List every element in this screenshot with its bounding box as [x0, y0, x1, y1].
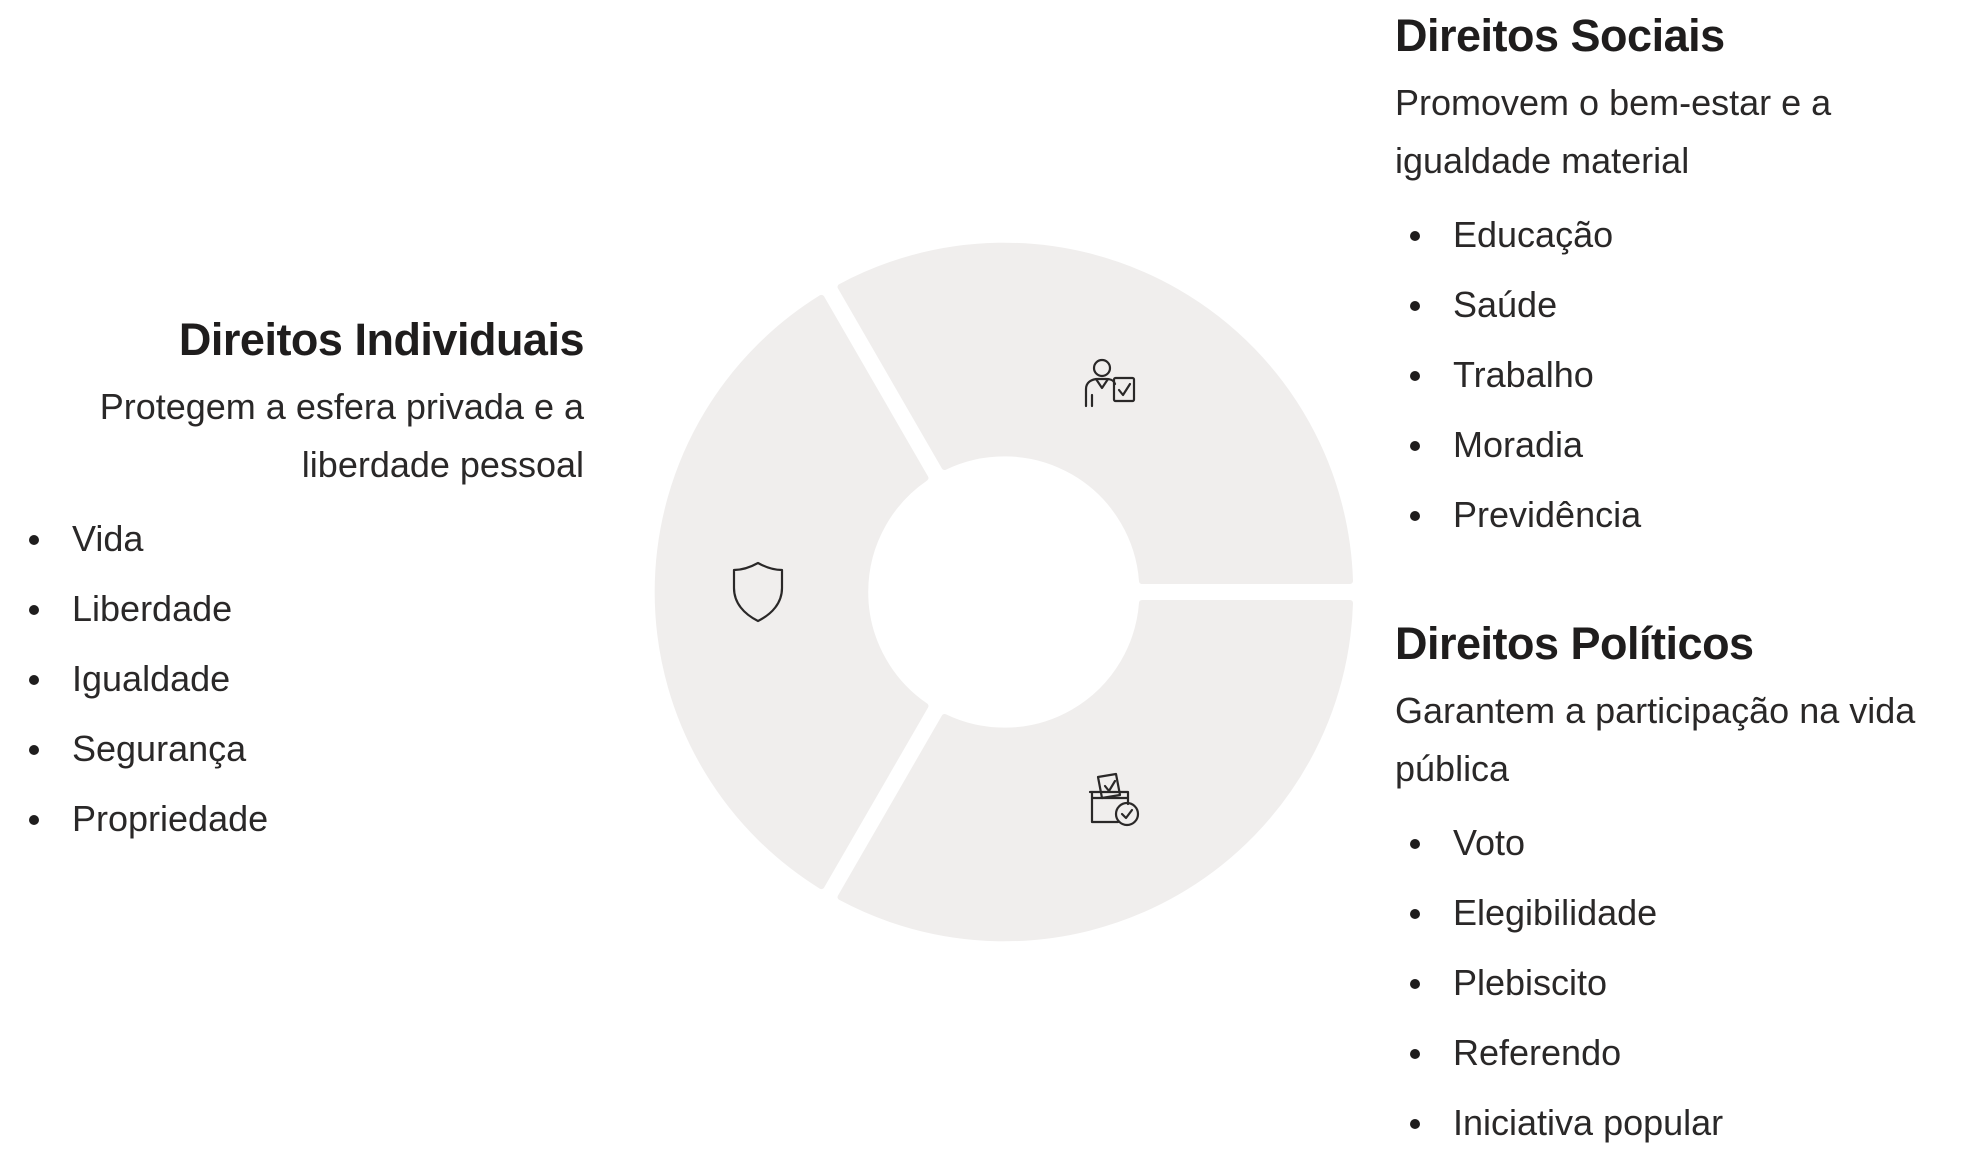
list-item: Plebiscito: [1395, 948, 1955, 1018]
person-checkbox-icon: [1084, 358, 1136, 408]
list-direitos-politicos: Voto Elegibilidade Plebiscito Referendo …: [1395, 808, 1955, 1158]
list-direitos-sociais: Educação Saúde Trabalho Moradia Previdên…: [1395, 200, 1955, 550]
shield-icon: [732, 561, 784, 623]
list-item: Elegibilidade: [1395, 878, 1955, 948]
list-item: Igualdade: [14, 644, 584, 714]
block-direitos-individuais: Direitos Individuais Protegem a esfera p…: [14, 310, 585, 854]
list-item: Voto: [1395, 808, 1955, 878]
list-item: Segurança: [14, 714, 584, 784]
block-direitos-sociais: Direitos Sociais Promovem o bem-estar e …: [1395, 6, 1955, 550]
segment-direitos-politicos[interactable]: [837, 600, 1353, 942]
list-item: Liberdade: [14, 574, 584, 644]
list-item: Referendo: [1395, 1018, 1955, 1088]
description-direitos-individuais: Protegem a esfera privada e a liberdade …: [99, 386, 584, 485]
list-item: Iniciativa popular: [1395, 1088, 1955, 1158]
list-direitos-individuais: Vida Liberdade Igualdade Segurança Propr…: [14, 504, 584, 854]
segment-direitos-sociais[interactable]: [837, 242, 1353, 584]
title-direitos-individuais: Direitos Individuais: [178, 314, 585, 365]
list-item: Previdência: [1395, 480, 1955, 550]
title-direitos-politicos: Direitos Políticos: [1395, 618, 1754, 669]
list-item: Educação: [1395, 200, 1955, 270]
description-direitos-sociais: Promovem o bem-estar e a igualdade mater…: [1395, 82, 1832, 181]
title-direitos-sociais: Direitos Sociais: [1395, 10, 1725, 61]
block-direitos-politicos: Direitos Políticos Garantem a participaç…: [1395, 614, 1955, 1158]
description-direitos-politicos: Garantem a participação na vida pública: [1395, 690, 1916, 789]
list-item: Moradia: [1395, 410, 1955, 480]
ballot-box-icon: [1088, 772, 1140, 827]
list-item: Saúde: [1395, 270, 1955, 340]
segment-direitos-individuais[interactable]: [654, 294, 929, 890]
list-item: Vida: [14, 504, 584, 574]
list-item: Trabalho: [1395, 340, 1955, 410]
list-item: Propriedade: [14, 784, 584, 854]
